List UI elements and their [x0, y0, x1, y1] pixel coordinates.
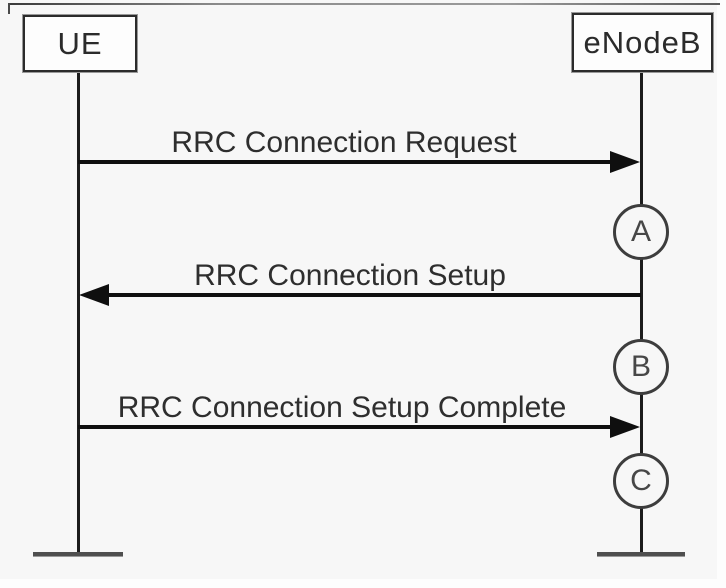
ue-termination-bar	[33, 552, 123, 556]
message-label: RRC Connection Request	[171, 126, 517, 159]
arrowhead-right-icon	[610, 416, 640, 438]
arrowhead-right-icon	[610, 151, 640, 173]
message-arrow-line	[78, 425, 610, 429]
step-marker-c: C	[613, 453, 669, 509]
step-marker-label: C	[630, 464, 652, 497]
step-marker-label: B	[630, 350, 651, 383]
message-label: RRC Connection Setup	[194, 259, 506, 292]
message-label: RRC Connection Setup Complete	[117, 391, 567, 424]
image-border-top-left-stub	[8, 3, 10, 14]
enodeb-termination-bar	[597, 552, 685, 556]
step-marker-a: A	[613, 204, 669, 260]
message-arrow-line	[107, 293, 641, 297]
enodeb-actor-label: eNodeB	[583, 24, 702, 60]
arrowhead-left-icon	[79, 284, 109, 306]
step-marker-label: A	[630, 215, 651, 248]
step-marker-b: B	[613, 339, 669, 395]
ue-lifeline	[77, 71, 80, 554]
page-edge-bottom	[0, 579, 726, 588]
ue-actor-box: UE	[22, 14, 138, 73]
message-arrow-line	[78, 160, 610, 164]
enodeb-actor-box: eNodeB	[571, 12, 714, 73]
page-edge-right	[717, 0, 726, 588]
ue-actor-label: UE	[57, 25, 103, 61]
image-border-top	[8, 3, 720, 5]
enodeb-lifeline	[640, 71, 643, 554]
